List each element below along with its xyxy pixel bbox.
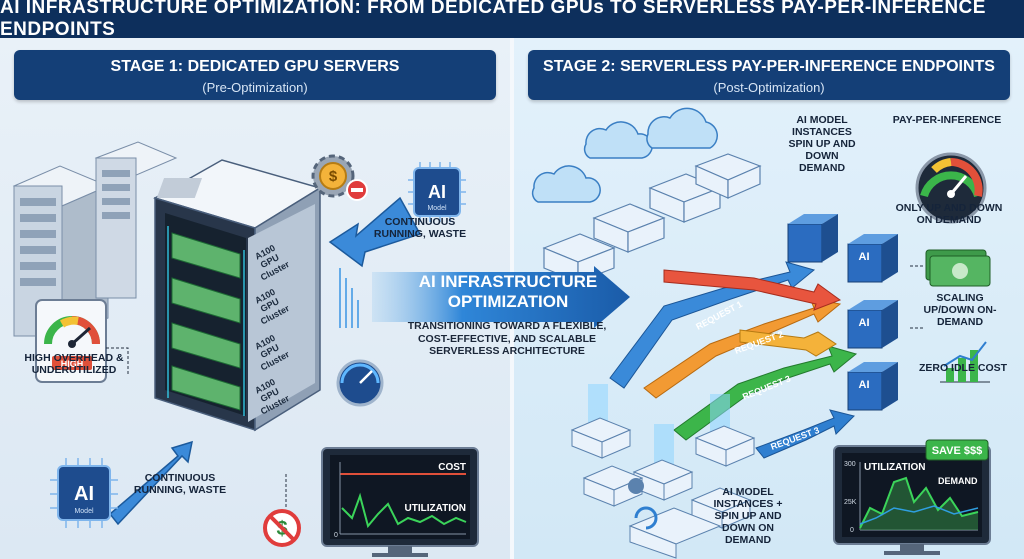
background-server-right bbox=[94, 141, 178, 299]
stage1-header: STAGE 1: DEDICATED GPU SERVERS (Pre-Opti… bbox=[14, 50, 496, 100]
gpu-server-rack bbox=[153, 159, 322, 432]
svg-text:DEMAND: DEMAND bbox=[938, 476, 978, 486]
cost-utilization-monitor: COST UTILIZATION 0 bbox=[321, 447, 479, 557]
optimization-banner-subtitle: TRANSITIONING TOWARD A FLEXIBLE, COST-EF… bbox=[407, 320, 607, 358]
zero-idle-cost-label: ZERO IDLE COST bbox=[918, 362, 1008, 374]
ai-model-chip-bottom-icon: AI Model bbox=[50, 458, 118, 528]
continuous-running-top-label: CONTINUOUS RUNNING, WASTE bbox=[373, 216, 467, 241]
pay-per-inference-label: PAY-PER-INFERENCE bbox=[892, 114, 1002, 126]
stage1-illustration: $ AI Model bbox=[12, 141, 479, 557]
money-stack-icon bbox=[925, 249, 991, 287]
svg-text:AI: AI bbox=[859, 251, 870, 263]
page-title: AI INFRASTRUCTURE OPTIMIZATION: FROM DED… bbox=[0, 0, 1024, 40]
stage2-subtitle: (Post-Optimization) bbox=[713, 80, 825, 95]
svg-text:UTILIZATION: UTILIZATION bbox=[864, 462, 925, 473]
cloud-icons bbox=[531, 107, 718, 203]
only-up-down-label: ONLY UP AND DOWN ON DEMAND bbox=[895, 202, 1003, 227]
arrow-into-rack-top bbox=[328, 196, 422, 268]
growth-bars-icon bbox=[940, 341, 990, 383]
pay-per-inference-gauge-icon bbox=[915, 152, 987, 224]
red-route-arrow bbox=[663, 269, 842, 311]
svg-text:$: $ bbox=[329, 168, 338, 185]
instances-top-label: AI MODEL INSTANCES SPIN UP AND DOWN DEMA… bbox=[788, 114, 856, 175]
stage2-panel: STAGE 2: SERVERLESS PAY-PER-INFERENCE EN… bbox=[514, 38, 1024, 559]
svg-text:0: 0 bbox=[850, 527, 854, 534]
request-1-arrow bbox=[609, 261, 816, 389]
svg-text:AI: AI bbox=[428, 182, 446, 202]
svg-text:REQUEST 3: REQUEST 3 bbox=[769, 425, 820, 452]
svg-text:0: 0 bbox=[334, 532, 338, 539]
stage1-title: STAGE 1: DEDICATED GPU SERVERS bbox=[110, 58, 400, 75]
no-cost-icon: $ bbox=[263, 509, 301, 547]
svg-text:UTILIZATION: UTILIZATION bbox=[405, 503, 466, 514]
utilization-demand-monitor: 300 25K 0 UTILIZATION DEMAND SAVE $$$ bbox=[833, 439, 991, 555]
ai-instance-servers bbox=[787, 214, 898, 411]
svg-text:AI: AI bbox=[859, 317, 870, 329]
arrow-into-rack-bottom bbox=[108, 440, 193, 526]
svg-text:HIGH: HIGH bbox=[61, 359, 84, 369]
svg-text:AI: AI bbox=[74, 483, 94, 505]
continuous-running-bottom-label: CONTINUOUS RUNNING, WASTE bbox=[133, 472, 227, 497]
request-3-arrow bbox=[673, 345, 858, 441]
stage1-panel: STAGE 1: DEDICATED GPU SERVERS (Pre-Opti… bbox=[0, 38, 510, 559]
instances-bottom-label: AI MODEL INSTANCES + SPIN UP AND DOWN ON… bbox=[713, 486, 783, 547]
signal-bars-icon bbox=[339, 268, 359, 328]
stage2-illustration: REQUEST 1 REQUEST 2 REQUEST 3 REQUEST 3 … bbox=[531, 107, 991, 559]
request-3b-arrow bbox=[755, 409, 855, 459]
stage2-title: STAGE 2: SERVERLESS PAY-PER-INFERENCE EN… bbox=[543, 58, 995, 75]
svg-text:300: 300 bbox=[844, 461, 856, 468]
stage1-subtitle: (Pre-Optimization) bbox=[202, 80, 308, 95]
request-2-arrow bbox=[643, 297, 842, 399]
scaling-label: SCALING UP/DOWN ON-DEMAND bbox=[923, 292, 997, 329]
svg-text:Model: Model bbox=[74, 508, 94, 515]
utilization-dial-icon bbox=[336, 359, 384, 407]
overhead-gauge-icon: HIGH bbox=[35, 299, 107, 383]
svg-text:SAVE $$$: SAVE $$$ bbox=[932, 445, 983, 457]
server-cubes bbox=[542, 153, 762, 283]
stage2-header: STAGE 2: SERVERLESS PAY-PER-INFERENCE EN… bbox=[528, 50, 1010, 100]
svg-text:COST: COST bbox=[438, 462, 466, 473]
svg-text:25K: 25K bbox=[844, 499, 857, 506]
ai-model-chip-top-icon: AI Model bbox=[408, 162, 466, 222]
optimization-banner-title: AI INFRASTRUCTURE OPTIMIZATION bbox=[418, 272, 598, 311]
glowing-instance-platforms bbox=[570, 384, 756, 559]
svg-text:Model: Model bbox=[427, 205, 447, 212]
cost-gear-icon: $ bbox=[311, 154, 368, 201]
svg-text:AI: AI bbox=[859, 379, 870, 391]
high-overhead-label: HIGH OVERHEAD & UNDERUTILIZED bbox=[24, 352, 124, 377]
optimization-banner-arrow bbox=[372, 266, 630, 328]
